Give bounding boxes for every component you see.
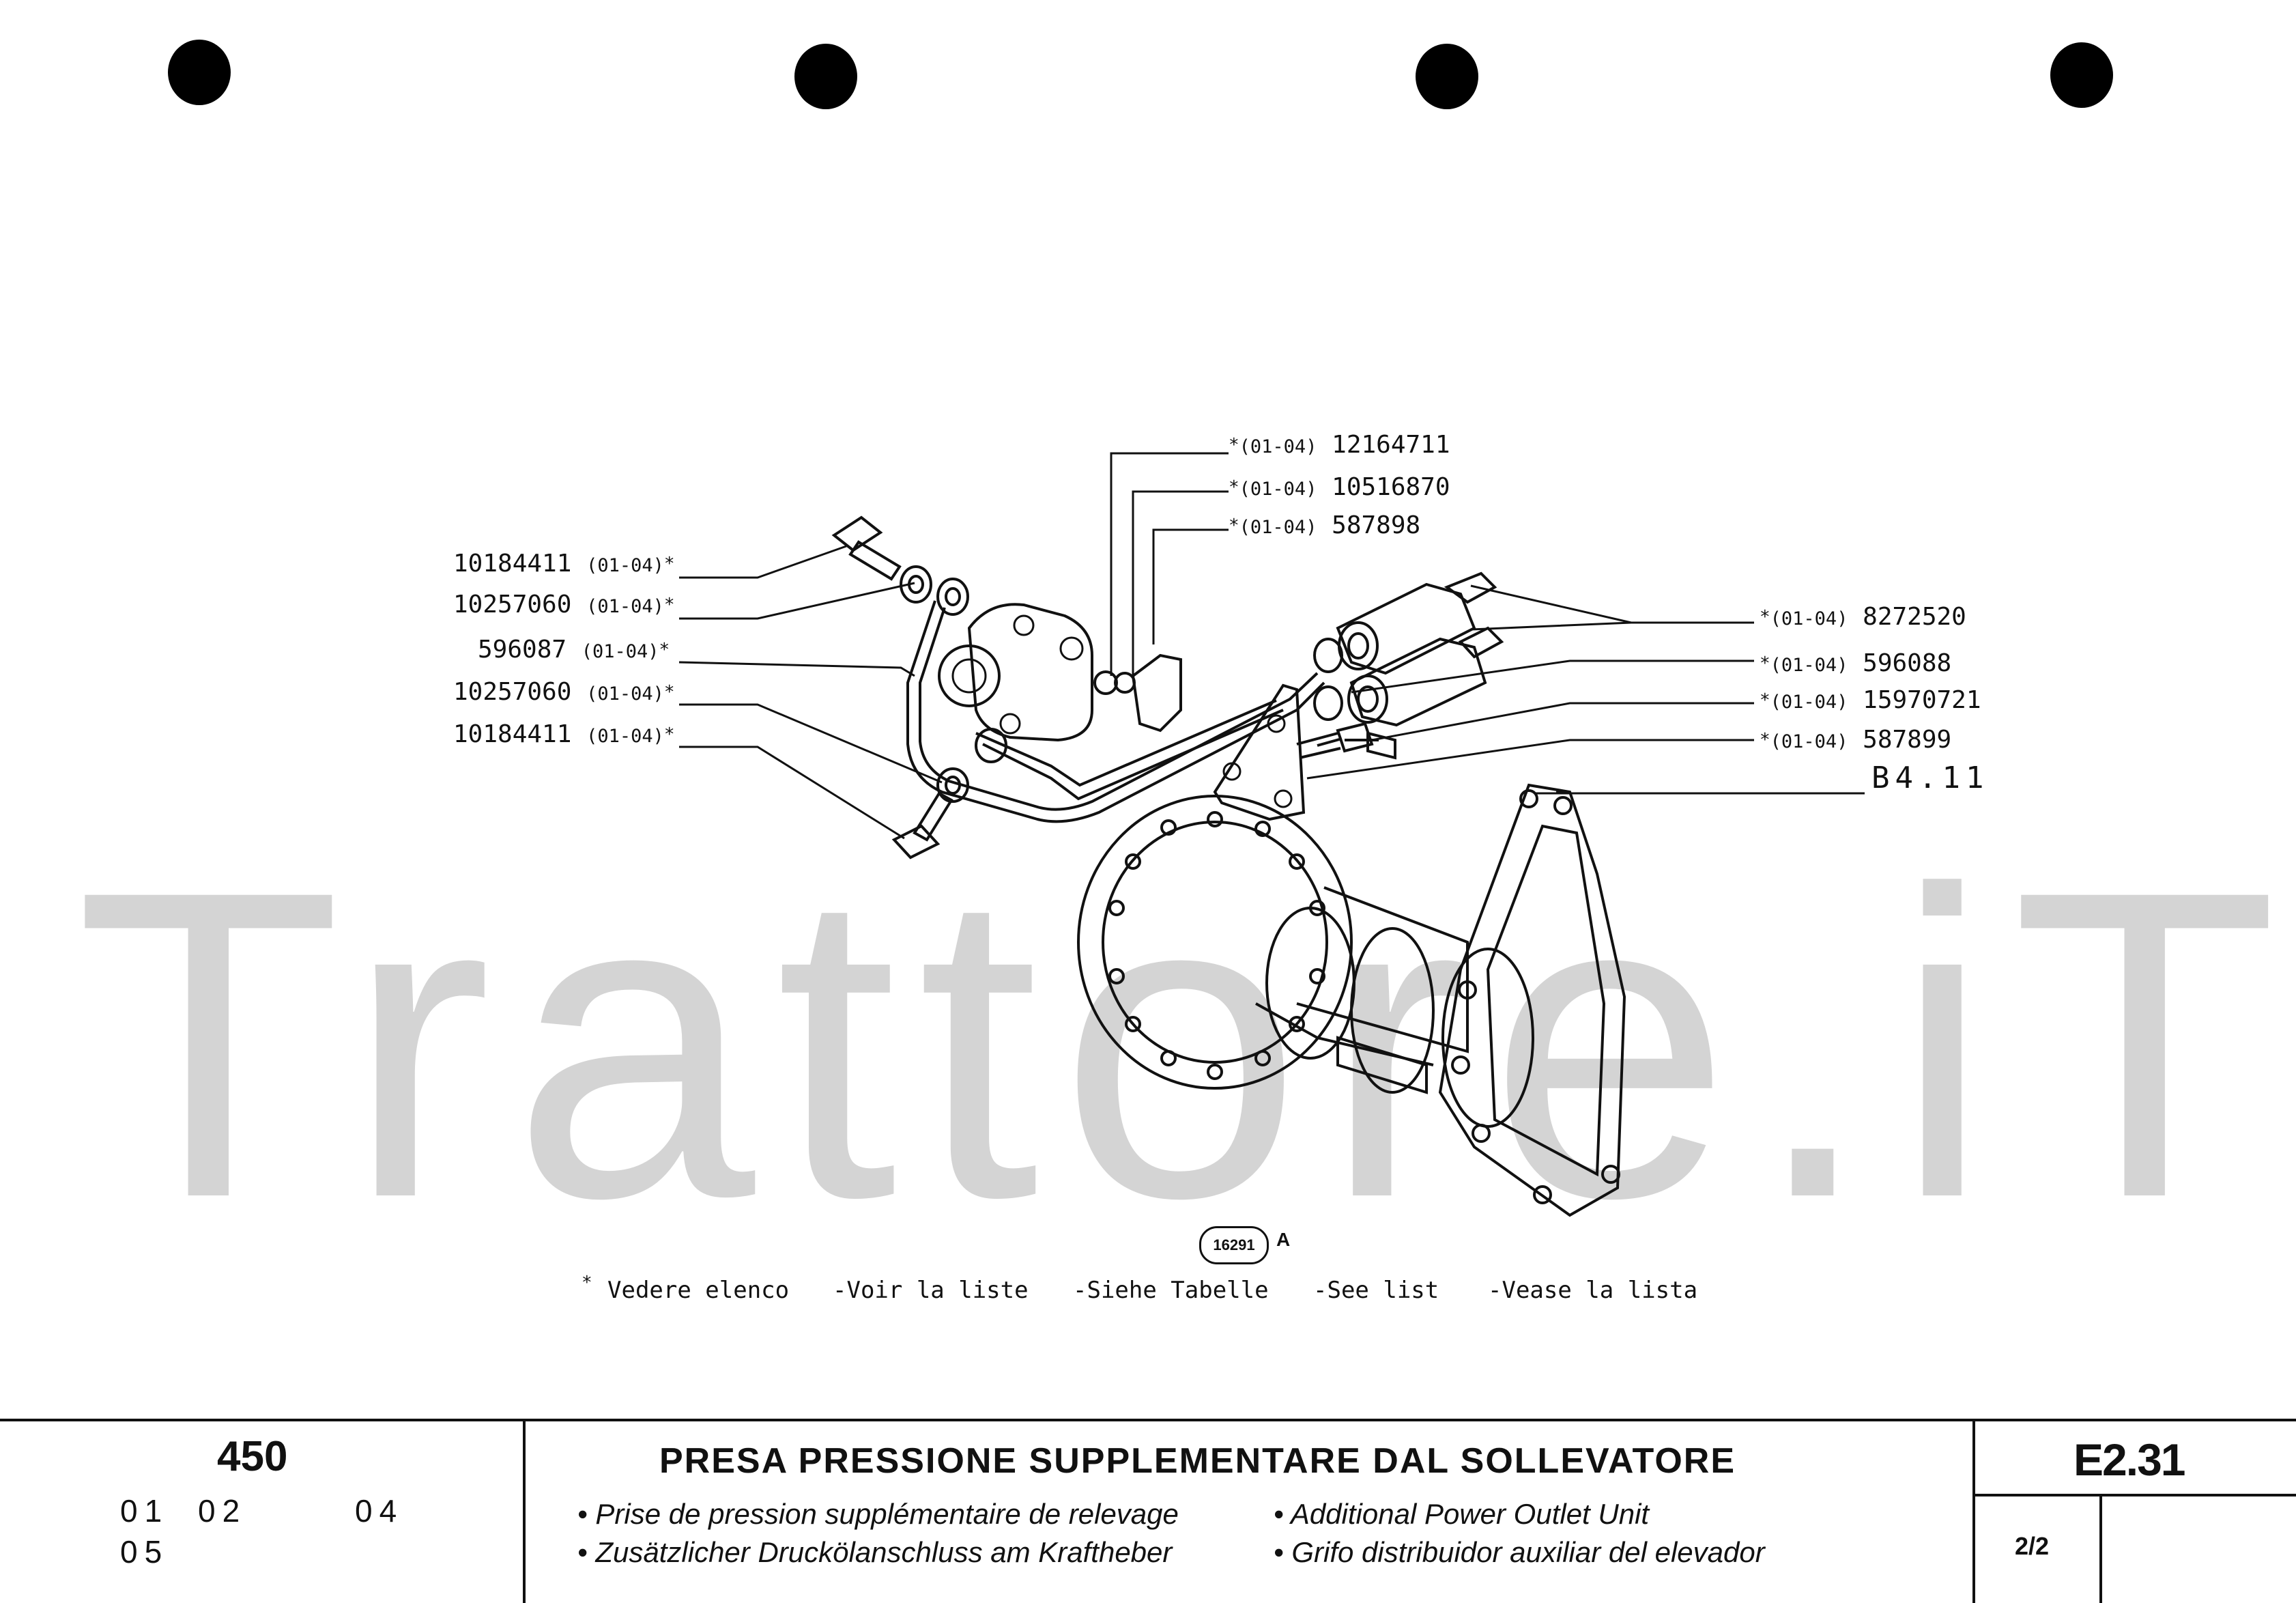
part-label-top-1: *(01-04) 12164711 bbox=[1229, 431, 1450, 459]
version-05: 05 bbox=[120, 1534, 169, 1570]
footer-divider-page bbox=[2099, 1495, 2102, 1603]
section-code: E2.31 bbox=[2073, 1434, 2185, 1485]
page-number: 2/2 bbox=[2015, 1532, 2050, 1560]
section-title: PRESA PRESSIONE SUPPLEMENTARE DAL SOLLEV… bbox=[659, 1441, 1736, 1481]
footer-title-block bbox=[0, 1419, 2296, 1603]
part-label-right-4: *(01-04) 587899 bbox=[1760, 726, 1952, 754]
part-label-left-3: 596087 (01-04)* bbox=[478, 636, 670, 664]
part-label-right-3: *(01-04) 15970721 bbox=[1760, 686, 1981, 714]
subtitle-fr: • Prise de pression supplémentaire de re… bbox=[577, 1498, 1179, 1530]
part-label-right-2: *(01-04) 596088 bbox=[1760, 649, 1952, 677]
legend-fr: -Voir la liste bbox=[833, 1277, 1029, 1304]
footer-divider-right bbox=[1972, 1419, 1975, 1603]
legend-it: Vedere elenco bbox=[607, 1277, 790, 1304]
figure-letter: A bbox=[1276, 1229, 1291, 1250]
watermark-logo: Trattore.iT bbox=[75, 800, 2296, 1288]
part-label-top-2: *(01-04) 10516870 bbox=[1229, 473, 1450, 501]
part-label-right-1: *(01-04) 8272520 bbox=[1760, 603, 1966, 631]
legend-mark: * bbox=[582, 1273, 592, 1293]
version-04: 04 bbox=[355, 1493, 404, 1529]
subtitle-en: • Additional Power Outlet Unit bbox=[1274, 1498, 1650, 1530]
legend-de: -Siehe Tabelle bbox=[1073, 1277, 1269, 1304]
version-02: 02 bbox=[198, 1493, 247, 1529]
binder-hole-2 bbox=[794, 44, 857, 109]
subtitle-es: • Grifo distribuidor auxiliar del elevad… bbox=[1274, 1536, 1765, 1568]
model-number: 450 bbox=[217, 1433, 288, 1480]
part-label-left-4: 10257060 (01-04)* bbox=[453, 678, 675, 706]
figure-number-tag: 16291 bbox=[1199, 1226, 1269, 1264]
part-label-top-3: *(01-04) 587898 bbox=[1229, 511, 1421, 539]
footer-code-underline bbox=[1972, 1494, 2296, 1496]
subtitle-de: • Zusätzlicher Druckölanschluss am Kraft… bbox=[577, 1536, 1173, 1568]
binder-hole-1 bbox=[168, 40, 231, 105]
part-label-left-2: 10257060 (01-04)* bbox=[453, 591, 675, 619]
part-label-left-1: 10184411 (01-04)* bbox=[453, 550, 675, 578]
binder-hole-3 bbox=[1416, 44, 1478, 109]
binder-hole-4 bbox=[2050, 42, 2113, 108]
part-label-left-5: 10184411 (01-04)* bbox=[453, 720, 675, 748]
legend-es: -Vease la lista bbox=[1488, 1277, 1698, 1304]
version-01: 01 bbox=[120, 1493, 169, 1529]
footer-divider-left bbox=[523, 1419, 526, 1603]
group-reference: B4.11 bbox=[1871, 761, 1990, 795]
legend-en: -See list bbox=[1313, 1277, 1439, 1304]
